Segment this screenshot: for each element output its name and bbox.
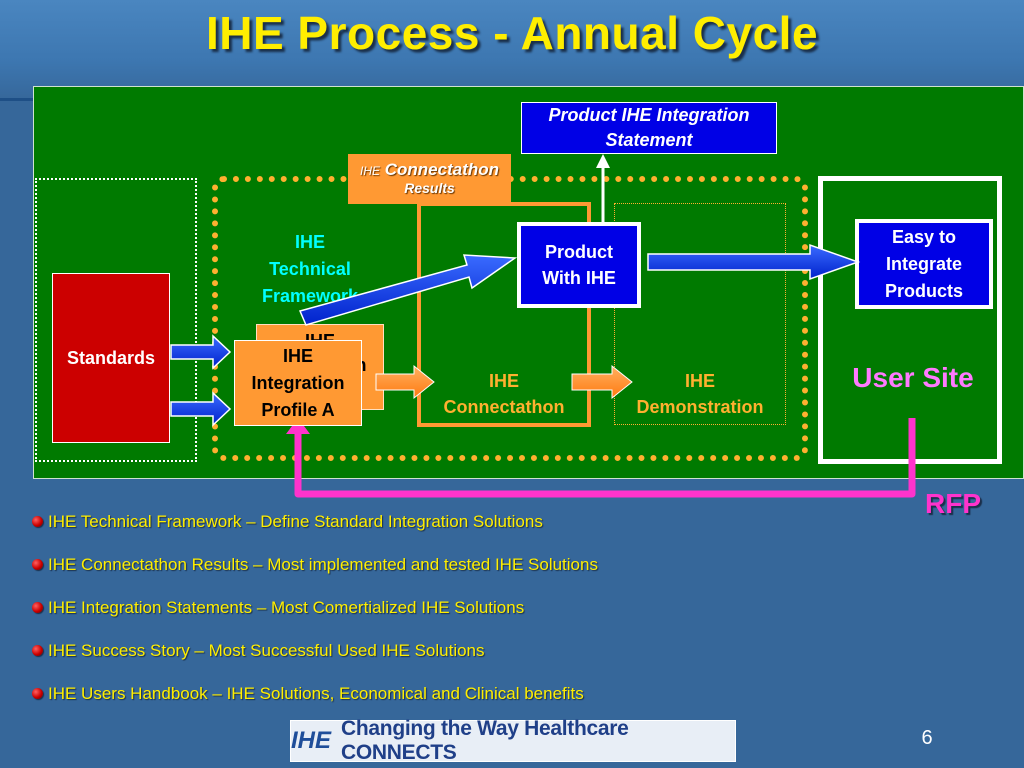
bullet-text: IHE Success Story – Most Successful Used…	[48, 640, 485, 660]
footer-banner: IHE Changing the Way Healthcare CONNECTS	[290, 717, 736, 764]
technical-framework-label: IHE Technical Framework	[240, 229, 380, 310]
integration-profile-a-box: IHE Integration Profile A	[234, 340, 362, 426]
bullet-text: IHE Connectathon Results – Most implemen…	[48, 554, 598, 574]
connectathon-line-2: Connectathon	[443, 397, 565, 417]
bullet-text: IHE Technical Framework – Define Standar…	[48, 511, 543, 531]
user-site-label: User Site	[852, 362, 974, 393]
page-number: 6	[921, 727, 933, 749]
technical-framework-line-3: Framework	[261, 286, 359, 306]
bullet-dot-icon	[32, 645, 43, 656]
easy-line-1: Easy to	[891, 226, 957, 247]
footer-tagline: Changing the Way Healthcare CONNECTS	[341, 717, 629, 764]
connectathon-results-prefix: IHE	[359, 164, 380, 178]
connectathon-results-line-2: Results	[404, 180, 455, 196]
product-with-ihe-line-2: With IHE	[542, 268, 616, 288]
product-statement-line-2: Statement	[605, 130, 693, 150]
bullet-item: IHE Success Story – Most Successful Used…	[32, 629, 892, 672]
profile-a-line-2: Integration	[251, 373, 345, 393]
connectathon-results-line-1: Connectathon	[384, 160, 500, 179]
technical-framework-line-2: Technical	[269, 259, 351, 279]
bullet-dot-icon	[32, 688, 43, 699]
bullet-dot-icon	[32, 559, 43, 570]
profile-a-line-3: Profile A	[261, 400, 335, 420]
easy-line-3: Products	[884, 280, 963, 301]
bullet-item: IHE Connectathon Results – Most implemen…	[32, 543, 892, 586]
bullet-item: IHE Users Handbook – IHE Solutions, Econ…	[32, 672, 892, 715]
easy-to-integrate-box: Easy to Integrate Products	[855, 219, 993, 309]
bullet-text: IHE Users Handbook – IHE Solutions, Econ…	[48, 683, 584, 703]
standards-label: Standards	[66, 347, 156, 368]
ihe-logo: IHE	[291, 727, 332, 754]
demonstration-label: IHE Demonstration	[614, 368, 786, 420]
header-band	[0, 0, 1024, 100]
connectathon-line-1: IHE	[488, 371, 519, 391]
product-with-ihe-box: Product With IHE	[517, 222, 641, 308]
slide-title: IHE Process - Annual Cycle	[205, 7, 819, 59]
profile-a-line-1: IHE	[282, 346, 313, 366]
product-statement-line-1: Product IHE Integration	[548, 105, 750, 125]
standards-region	[35, 178, 197, 462]
product-integration-statement-box: Product IHE Integration Statement	[521, 102, 777, 154]
technical-framework-line-1: IHE	[294, 232, 325, 252]
bullet-dot-icon	[32, 602, 43, 613]
connectathon-results-box: IHE Connectathon Results	[348, 154, 511, 204]
standards-box: Standards	[52, 273, 170, 443]
connectathon-label: IHE Connectathon	[419, 368, 589, 420]
bullet-dot-icon	[32, 516, 43, 527]
bullet-text: IHE Integration Statements – Most Comert…	[48, 597, 525, 617]
bullet-item: IHE Integration Statements – Most Comert…	[32, 586, 892, 629]
easy-line-2: Integrate	[885, 253, 963, 274]
product-with-ihe-line-1: Product	[544, 242, 613, 262]
rfp-label: RFP	[925, 488, 981, 519]
demonstration-line-1: IHE	[684, 371, 715, 391]
bullet-list: IHE Technical Framework – Define Standar…	[32, 500, 892, 715]
bullet-item: IHE Technical Framework – Define Standar…	[32, 500, 892, 543]
demonstration-line-2: Demonstration	[636, 397, 764, 417]
